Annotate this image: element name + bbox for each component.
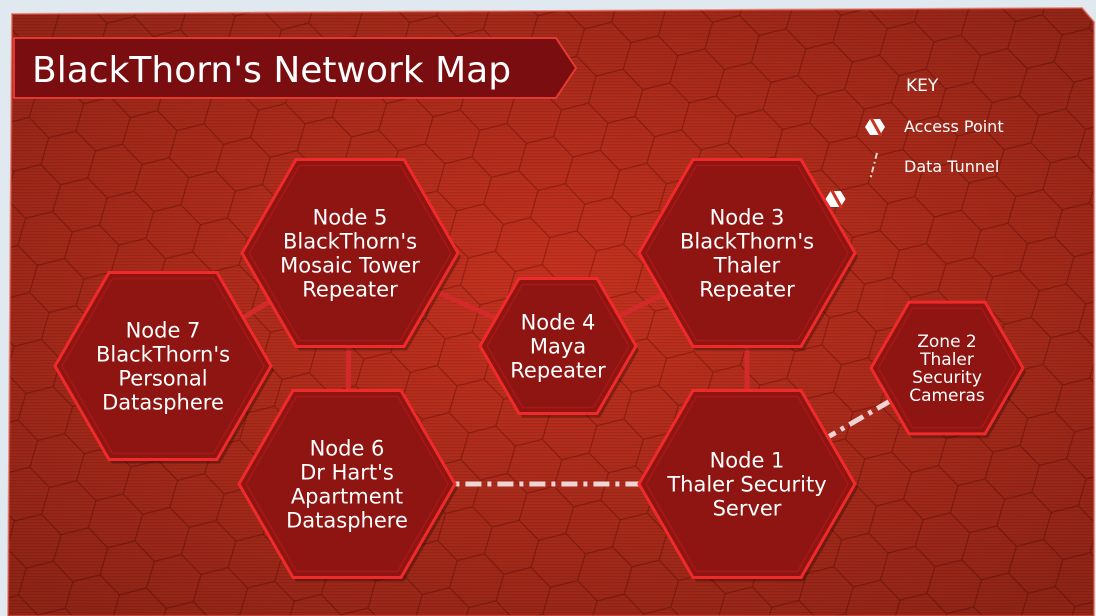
title-plate [13,37,578,99]
node-label-line: Maya [530,335,586,359]
key-data-tunnel-label: Data Tunnel [904,157,999,176]
node-hexagon [240,157,460,349]
node-label-line: Mosaic Tower [280,254,420,278]
access-point-icon [865,117,885,137]
node-hexagon [637,157,857,349]
node-inner-ring [248,164,452,342]
key-legend: KEY Access Point Data Tunnel [865,76,1004,181]
link-node4-node3 [612,288,671,321]
key-access-point-label: Access Point [904,117,1004,136]
link-node5-node6 [345,339,352,398]
node-label-line: Cameras [909,386,985,406]
node-label-line: Repeater [302,278,398,302]
node-inner-ring [61,277,265,455]
node-label-line: Node 7 [126,319,201,343]
node-label-line: Personal [118,367,207,391]
access-point-icon[interactable] [825,189,846,209]
node-label-line: Server [713,497,782,521]
node-hexagon [869,300,1025,436]
node-inner-ring [245,395,449,573]
access-points-layer [825,189,846,209]
node-inner-ring [877,307,1017,429]
node-label-line: Zone 2 [917,332,977,352]
link-node5-node4 [427,285,503,323]
node-label-line: Thaler Security [666,473,826,497]
node-label-line: Security [912,368,982,388]
panel-edge [6,6,1095,616]
node-label-line: BlackThorn's [680,230,814,254]
node-label-line: Thaler [919,350,974,370]
node-hexagon [637,388,857,580]
node-hexagon [237,388,457,580]
node-label-line: Repeater [510,359,606,383]
key-heading: KEY [906,76,939,96]
title-banner: BlackThorn's Network Map [13,37,578,99]
node-label-line: Datasphere [286,509,408,533]
node-label-line: Repeater [699,278,795,302]
node-label-line: Node 4 [521,311,596,335]
node-label-line: Node 6 [310,437,385,461]
node-hexagon [53,270,273,462]
node-inner-ring [645,164,849,342]
page-title: BlackThorn's Network Map [32,50,511,91]
node-inner-ring [645,395,849,573]
node-label-line: Datasphere [102,391,224,415]
node-label-line: Node 1 [710,449,785,473]
data-tunnel-node1-zone2 [820,396,896,443]
node-inner-ring [486,283,630,409]
node-label-line: Thaler [713,254,781,278]
access-point-slash [830,189,843,209]
node-label-line: BlackThorn's [283,230,417,254]
node-label-line: Node 3 [710,206,785,230]
node-label-line: Apartment [291,485,403,509]
node-label-line: BlackThorn's [96,343,230,367]
node-hexagon [478,276,638,416]
node-label-line: Node 5 [313,206,388,230]
data-tunnel-icon [869,152,878,181]
node-label-line: Dr Hart's [300,461,394,485]
